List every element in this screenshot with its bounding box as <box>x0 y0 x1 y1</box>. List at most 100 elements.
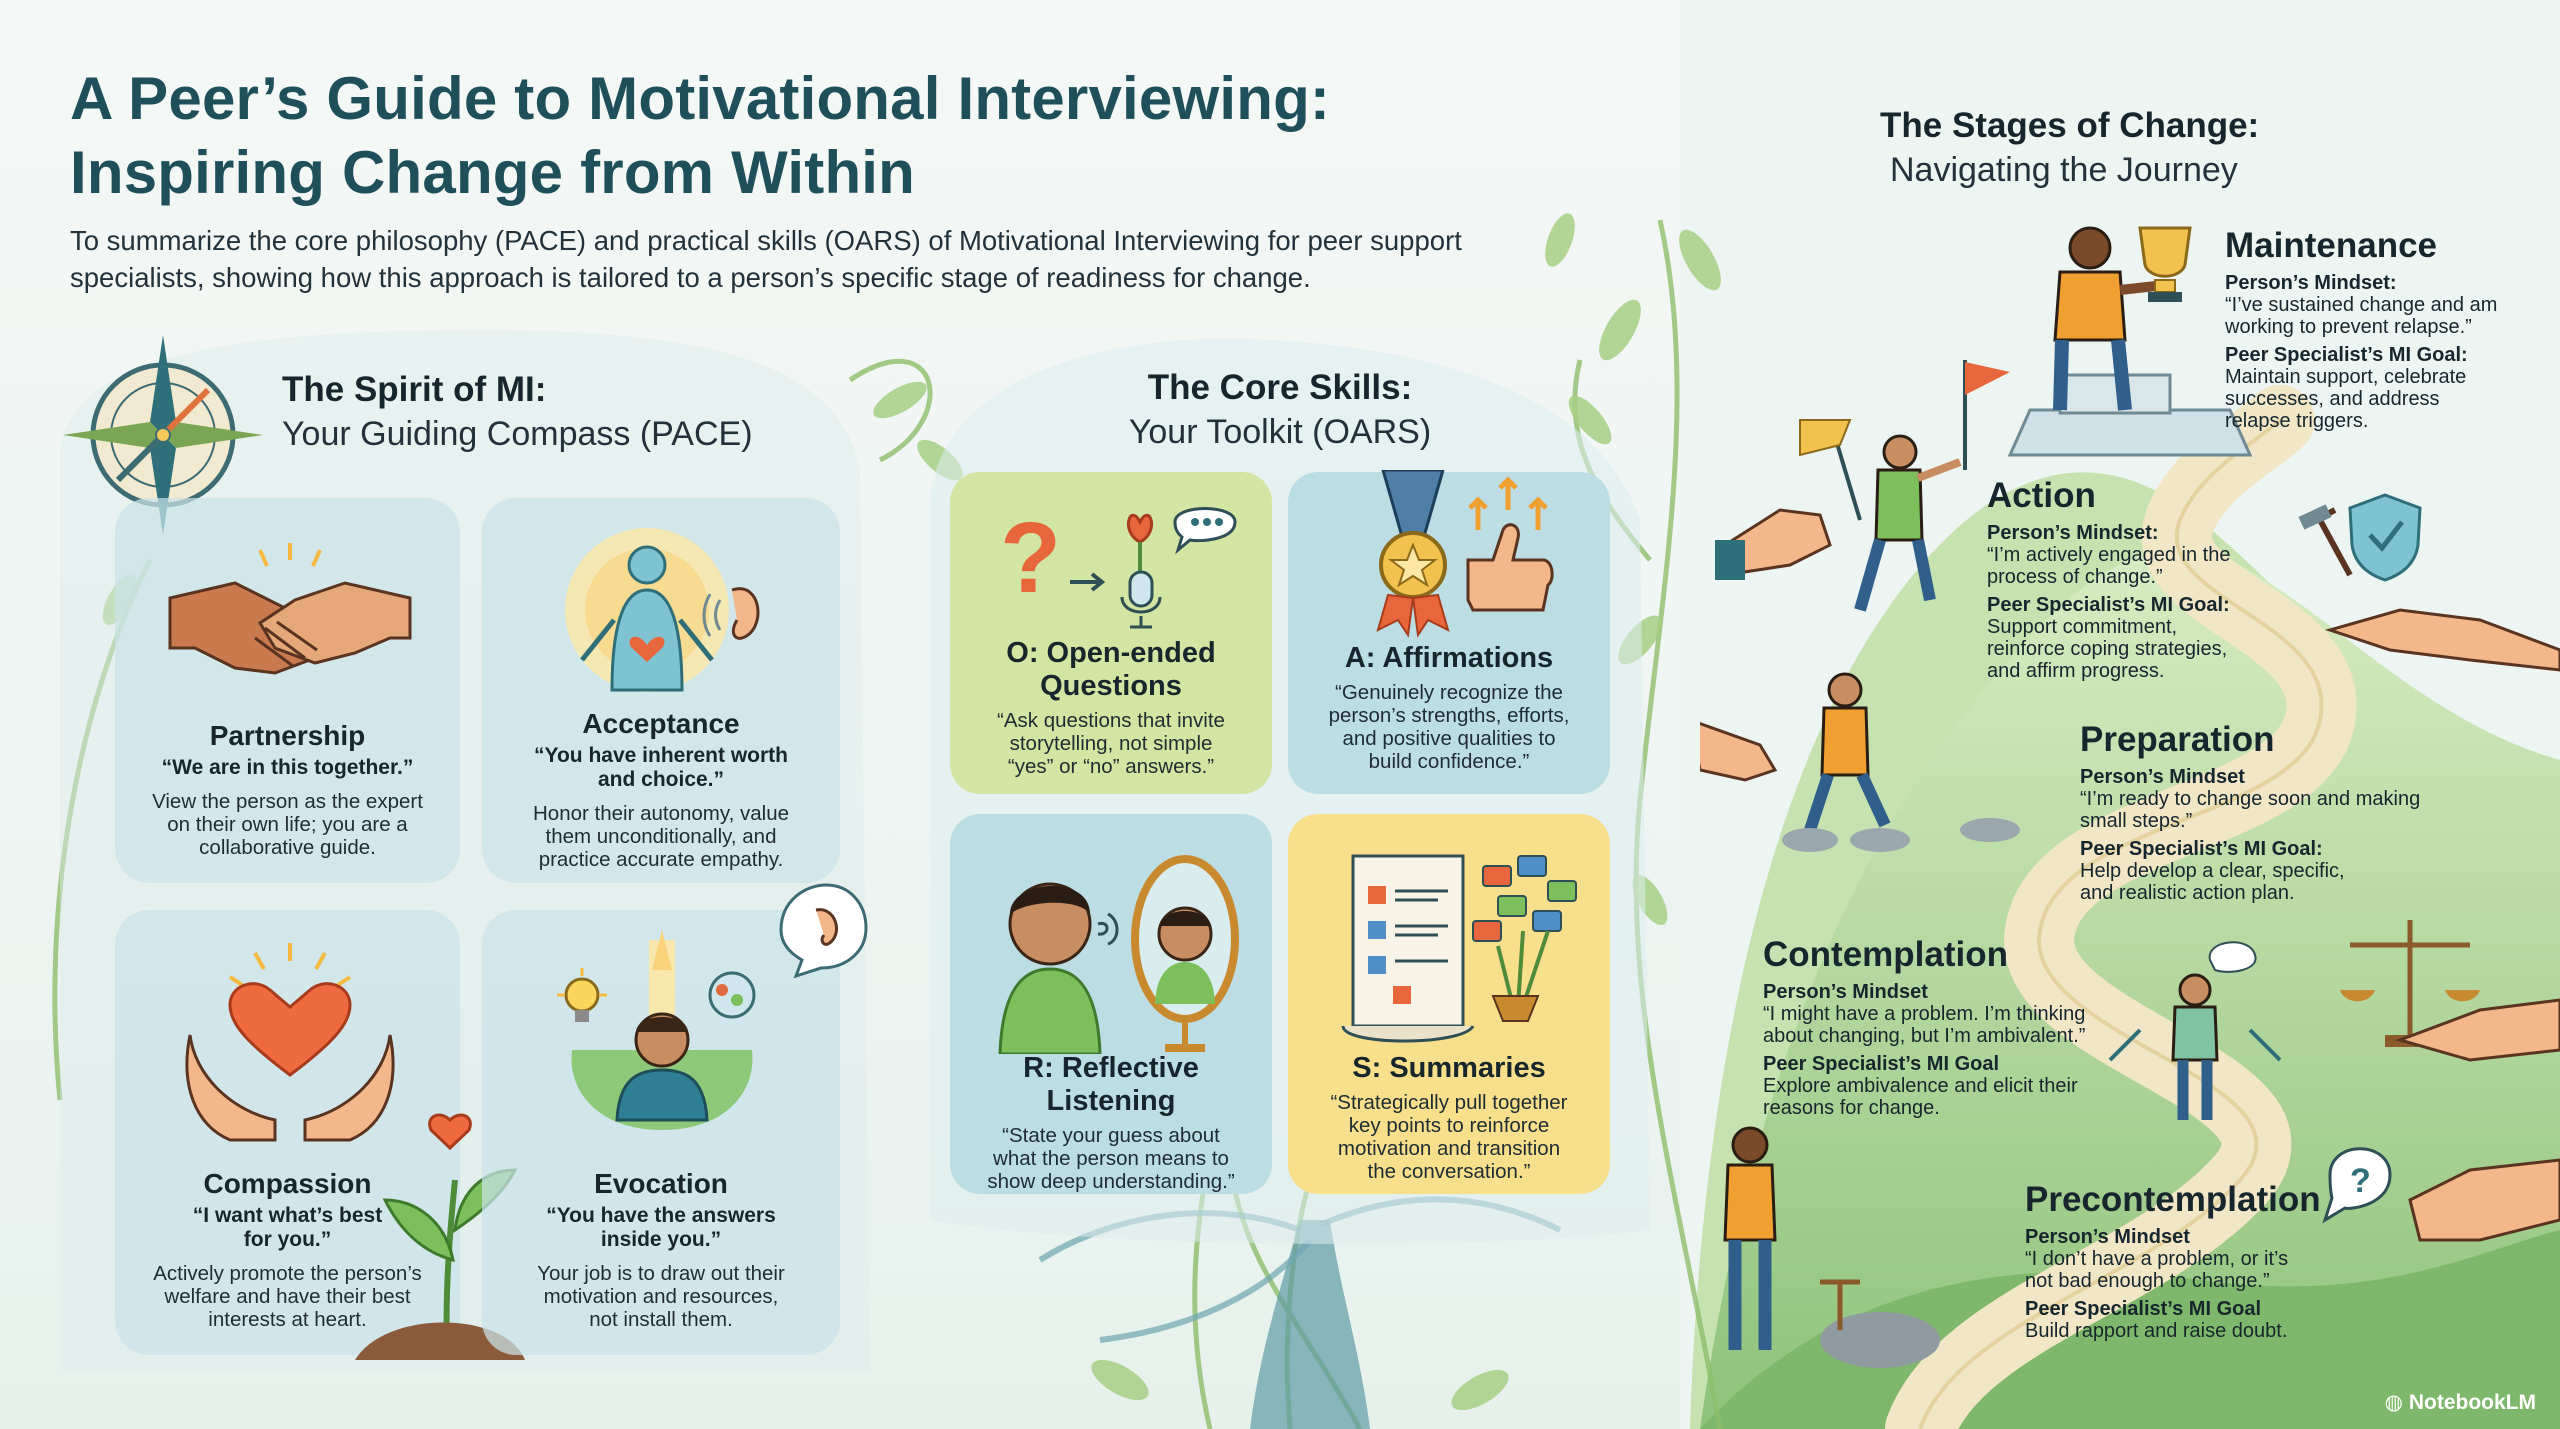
document-bouquet-icon <box>1341 854 1577 1043</box>
precontemplation-goal: Build rapport and raise doubt. <box>2025 1320 2355 1342</box>
maintenance-title: Maintenance <box>2225 226 2437 265</box>
acceptance-desc-line: them unconditionally, and <box>545 825 777 848</box>
svg-text:?: ? <box>1000 502 1061 614</box>
contemplation-title: Contemplation <box>1763 935 2008 974</box>
acceptance-quote-line: “You have inherent worth <box>534 744 788 767</box>
affirmations-desc-line: person’s strengths, efforts, <box>1328 704 1570 727</box>
maintenance-mindset-label: Person’s Mindset: <box>2225 272 2397 294</box>
contemplation-goal-line: reasons for change. <box>1763 1097 1940 1119</box>
stages-heading: The Stages of Change: Navigating the Jou… <box>1880 104 2280 192</box>
maintenance-goal-line: relapse triggers. <box>2225 410 2369 432</box>
contemplation-mindset-line: about changing, but I’m ambivalent.” <box>1763 1025 2086 1047</box>
affirmations-title: A: Affirmations <box>1344 642 1554 674</box>
preparation-mindset-line: “I’m ready to change soon and making <box>2080 788 2421 810</box>
preparation-mindset-label: Person’s Mindset <box>2080 766 2245 788</box>
precontemplation-figure <box>1723 1126 1777 1350</box>
affirmations-description: “Genuinely recognize the person’s streng… <box>1300 681 1598 773</box>
acceptance-desc-line: Honor their autonomy, value <box>532 802 789 825</box>
maintenance-goal-line: Maintain support, celebrate <box>2225 366 2467 388</box>
oars-heading: The Core Skills: Your Toolkit (OARS) <box>1080 366 1480 454</box>
action-climber-figure <box>1854 434 1962 612</box>
summaries-desc-line: key points to reinforce <box>1348 1114 1550 1137</box>
reflective-listening-description: “State your guess about what the person … <box>962 1124 1260 1193</box>
person-heart-glow-icon <box>565 528 760 692</box>
action-mindset-label: Person’s Mindset: <box>1987 522 2159 544</box>
compassion-desc-line: Actively promote the person’s <box>153 1262 422 1285</box>
reflective-listening-desc-line: show deep understanding.” <box>987 1170 1235 1193</box>
pace-card-compassion: Compassion “I want what’s best for you.”… <box>115 910 460 1355</box>
stage-action: Action Person’s Mindset: “I’m actively e… <box>1987 476 2287 682</box>
partnership-description: View the person as the expert on their o… <box>135 790 440 859</box>
precontemplation-mindset-line: not bad enough to change.” <box>2025 1270 2270 1292</box>
notebooklm-brand: ◍ NotebookLM <box>2385 1390 2536 1415</box>
pace-card-acceptance: Acceptance “You have inherent worth and … <box>482 498 840 883</box>
action-goal-line: Support commitment, <box>1987 616 2178 638</box>
maintenance-goal: Maintain support, celebrate successes, a… <box>2225 366 2555 432</box>
pace-title: The Spirit of MI: <box>282 370 547 409</box>
preparation-goal-label: Peer Specialist’s MI Goal: <box>2080 838 2323 860</box>
open-questions-title-line: O: Open-ended <box>1006 637 1216 669</box>
compassion-quote: “I want what’s best for you.” <box>135 1204 440 1252</box>
contemplation-mindset: “I might have a problem. I’m thinking ab… <box>1763 1003 2123 1047</box>
oars-tile-summaries: S: Summaries “Strategically pull togethe… <box>1288 814 1610 1194</box>
contemplation-mindset-label: Person’s Mindset <box>1763 981 1928 1003</box>
partnership-desc-line: View the person as the expert <box>152 790 423 813</box>
summaries-desc-line: motivation and transition <box>1337 1137 1561 1160</box>
maintenance-mindset-line: “I’ve sustained change and am <box>2225 294 2498 316</box>
preparation-goal-line: and realistic action plan. <box>2080 882 2295 904</box>
affirmations-desc-line: build confidence.” <box>1368 750 1530 773</box>
compassion-description: Actively promote the person’s welfare an… <box>135 1262 440 1331</box>
compassion-desc-line: welfare and have their best <box>164 1285 411 1308</box>
stages-title: The Stages of Change: <box>1880 106 2260 145</box>
heart-in-hands-icon <box>185 943 395 1142</box>
contemplation-mindset-line: “I might have a problem. I’m thinking <box>1763 1003 2086 1025</box>
reflective-listening-title: R: Reflective Listening <box>1023 1052 1199 1117</box>
summaries-desc-line: the conversation.” <box>1367 1160 1531 1183</box>
compass-icon <box>63 335 263 535</box>
reflective-listening-desc-line: what the person means to <box>993 1147 1229 1170</box>
handshake-icon <box>168 543 412 675</box>
oars-subtitle: Your Toolkit (OARS) <box>1128 413 1432 451</box>
evocation-desc-line: motivation and resources, <box>543 1285 779 1308</box>
action-goal: Support commitment, reinforce coping str… <box>1987 616 2287 682</box>
face-to-face-mirror-icon <box>998 855 1239 1054</box>
affirmations-desc-line: “Genuinely recognize the <box>1335 681 1563 704</box>
acceptance-quote: “You have inherent worth and choice.” <box>502 744 820 792</box>
partnership-desc-line: collaborative guide. <box>199 836 376 859</box>
summaries-description: “Strategically pull together key points … <box>1300 1091 1598 1183</box>
stage-contemplation: Contemplation Person’s Mindset “I might … <box>1763 935 2123 1119</box>
evocation-desc-line: not install them. <box>589 1308 733 1331</box>
oars-tile-open-questions: ? O: Open-ended Questions “Ask questions… <box>950 472 1272 794</box>
stage-preparation: Preparation Person’s Mindset “I’m ready … <box>2080 720 2500 904</box>
pace-card-partnership: Partnership “We are in this together.” V… <box>115 498 460 883</box>
page-title-line-1: A Peer’s Guide to Motivational Interview… <box>70 65 1331 132</box>
tree-trunk <box>1250 1220 1370 1429</box>
acceptance-title: Acceptance <box>582 708 740 739</box>
notebooklm-logo-icon: ◍ <box>2384 1391 2409 1414</box>
ear-speech-bubble-icon <box>779 883 868 979</box>
svg-text:?: ? <box>2350 1162 2371 1200</box>
maintenance-mindset: “I’ve sustained change and am working to… <box>2225 294 2555 338</box>
action-goal-line: and affirm progress. <box>1987 660 2165 682</box>
medal-thumbs-up-icon <box>1376 470 1554 638</box>
page-title-line-2: Inspiring Change from Within <box>70 139 916 206</box>
affirmations-desc-line: and positive qualities to <box>1342 727 1556 750</box>
person-lightbulb-ideas-icon <box>557 930 756 1130</box>
page-title: A Peer’s Guide to Motivational Interview… <box>70 62 1670 210</box>
partnership-desc-line: on their own life; you are a <box>167 813 408 836</box>
brand-label: NotebookLM <box>2408 1391 2536 1414</box>
action-goal-line: reinforce coping strategies, <box>1987 638 2228 660</box>
compassion-title: Compassion <box>203 1168 372 1199</box>
open-questions-title: O: Open-ended Questions <box>962 637 1260 703</box>
action-mindset: “I’m actively engaged in the process of … <box>1987 544 2287 588</box>
compassion-quote-line: “I want what’s best <box>192 1204 383 1227</box>
compassion-desc-line: interests at heart. <box>208 1308 367 1331</box>
evocation-quote-line: “You have the answers <box>546 1204 776 1227</box>
precontemplation-goal-label: Peer Specialist’s MI Goal <box>2025 1298 2262 1320</box>
contemplation-goal: Explore ambivalence and elicit their rea… <box>1763 1075 2123 1119</box>
page-subtitle-line-1: To summarize the core philosophy (PACE) … <box>70 225 1462 256</box>
preparation-title: Preparation <box>2080 720 2275 759</box>
maintenance-goal-line: successes, and address <box>2225 388 2440 410</box>
pace-card-evocation: Evocation “You have the answers inside y… <box>482 883 868 1355</box>
precontemplation-goal-line: Build rapport and raise doubt. <box>2025 1320 2288 1342</box>
